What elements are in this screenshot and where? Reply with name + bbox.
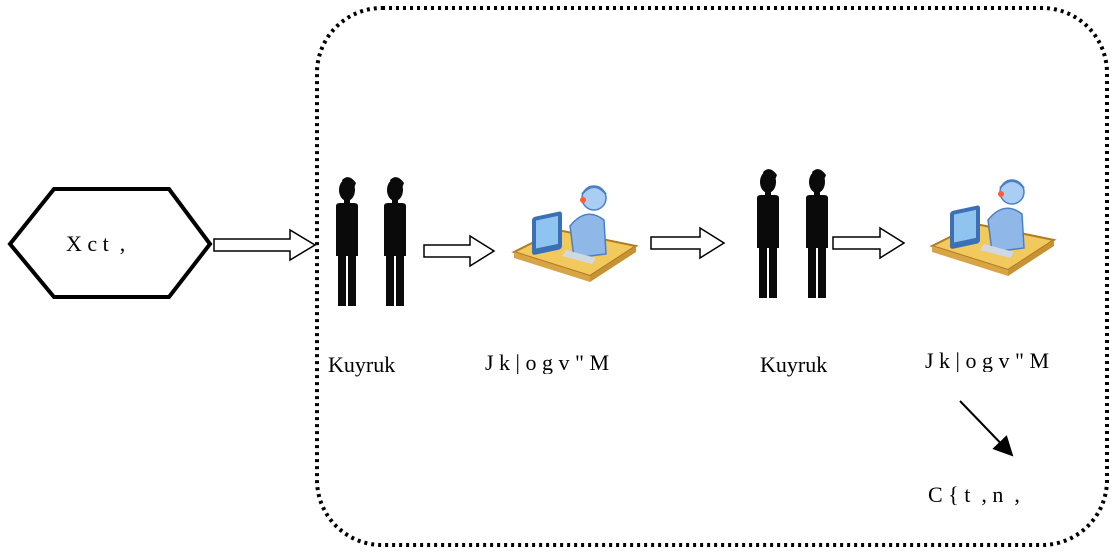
server2-label: J k | o g v " M: [925, 350, 1050, 372]
server1-operator-icon: [513, 185, 637, 283]
arrow-arrival-to-queue1: [213, 228, 317, 262]
queue2-person-1-icon: [757, 169, 779, 298]
arrival-label: X c t ,: [66, 231, 126, 256]
arrival-hexagon: [7, 187, 213, 299]
arrow-queue2-to-server2: [832, 226, 906, 260]
arrow-server1-to-queue2: [650, 226, 726, 260]
departure-label: C { t , n ,: [928, 482, 1020, 507]
queue2-person-2-icon: [806, 169, 828, 298]
system-boundary: [315, 6, 1109, 547]
queue2-label: Kuyruk: [760, 352, 828, 377]
server1-label: J k | o g v " M: [485, 352, 610, 374]
queue1-label: Kuyruk: [328, 352, 396, 377]
server2-operator-icon: [931, 179, 1055, 277]
departure-arrow: [959, 400, 1014, 457]
queue1-person-2-icon: [384, 177, 406, 306]
queue1-person-1-icon: [336, 177, 358, 306]
arrow-queue1-to-server1: [423, 234, 496, 268]
